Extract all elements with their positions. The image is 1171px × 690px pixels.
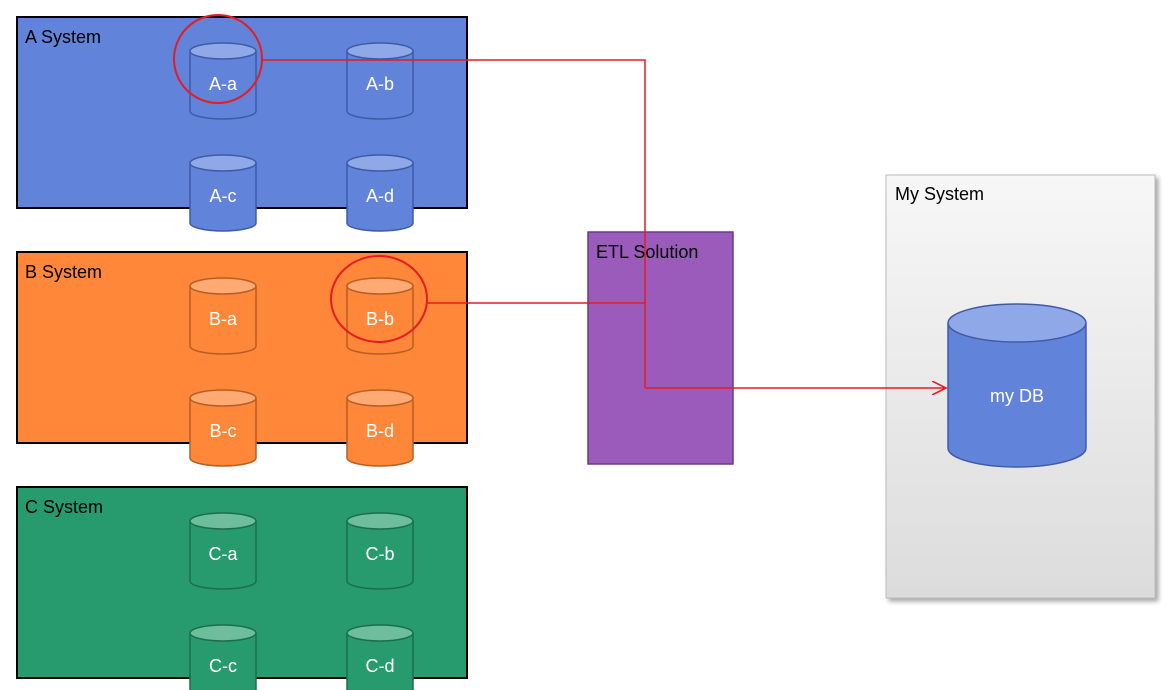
db-top	[346, 512, 414, 530]
db-a-b-cylinder[interactable]: A-b	[346, 42, 414, 120]
db-label: C-d	[365, 656, 394, 676]
db-top	[189, 512, 257, 530]
db-top	[189, 624, 257, 642]
db-body	[346, 163, 414, 232]
db-top	[346, 277, 414, 295]
db-top	[346, 624, 414, 642]
db-label: A-d	[366, 186, 394, 206]
db-body	[346, 398, 414, 467]
db-top	[189, 277, 257, 295]
db-b-b-cylinder[interactable]: B-b	[346, 277, 414, 355]
db-top	[189, 42, 257, 60]
db-label: A-b	[366, 74, 394, 94]
db-label: C-b	[365, 544, 394, 564]
database-layer: A-a A-bA-c A-dB-a B-bB-c B-dC-a C-bC-c C-d	[189, 42, 414, 690]
my-db-cylinder[interactable]: my DB	[947, 303, 1087, 468]
db-label: B-c	[210, 421, 237, 441]
db-body	[346, 633, 414, 690]
db-a-c-cylinder[interactable]: A-c	[189, 154, 257, 232]
db-body	[346, 521, 414, 590]
etl-solution-label: ETL Solution	[596, 242, 698, 262]
db-body	[189, 398, 257, 467]
db-label: A-a	[209, 74, 238, 94]
db-label: B-b	[366, 309, 394, 329]
db-c-a-cylinder[interactable]: C-a	[189, 512, 257, 590]
db-top	[346, 42, 414, 60]
highlight-circle-a-a	[173, 14, 263, 104]
db-body	[346, 51, 414, 120]
db-b-d-cylinder[interactable]: B-d	[346, 389, 414, 467]
db-label: C-c	[209, 656, 237, 676]
etl-solution-box: ETL Solution	[587, 231, 734, 465]
db-a-a-cylinder[interactable]: A-a	[189, 42, 257, 120]
system-a-label: A System	[25, 27, 101, 47]
db-body	[189, 521, 257, 590]
highlight-circle-b-b	[330, 255, 428, 343]
db-body	[189, 633, 257, 690]
db-top	[189, 389, 257, 407]
db-top	[189, 154, 257, 172]
my-db-label: my DB	[990, 386, 1044, 406]
db-body	[189, 286, 257, 355]
db-label: B-a	[209, 309, 238, 329]
db-b-a-cylinder[interactable]: B-a	[189, 277, 257, 355]
system-c-label: C System	[25, 497, 103, 517]
db-label: C-a	[208, 544, 238, 564]
db-top	[346, 154, 414, 172]
db-label: A-c	[210, 186, 237, 206]
my-system-label: My System	[895, 184, 984, 204]
db-c-b-cylinder[interactable]: C-b	[346, 512, 414, 590]
db-body	[189, 163, 257, 232]
system-b-label: B System	[25, 262, 102, 282]
db-top	[346, 389, 414, 407]
db-c-c-cylinder[interactable]: C-c	[189, 624, 257, 690]
db-a-d-cylinder[interactable]: A-d	[346, 154, 414, 232]
db-c-d-cylinder[interactable]: C-d	[346, 624, 414, 690]
db-body	[346, 286, 414, 355]
db-label: B-d	[366, 421, 394, 441]
connector-a-a-to-etl	[262, 59, 646, 388]
db-b-c-cylinder[interactable]: B-c	[189, 389, 257, 467]
